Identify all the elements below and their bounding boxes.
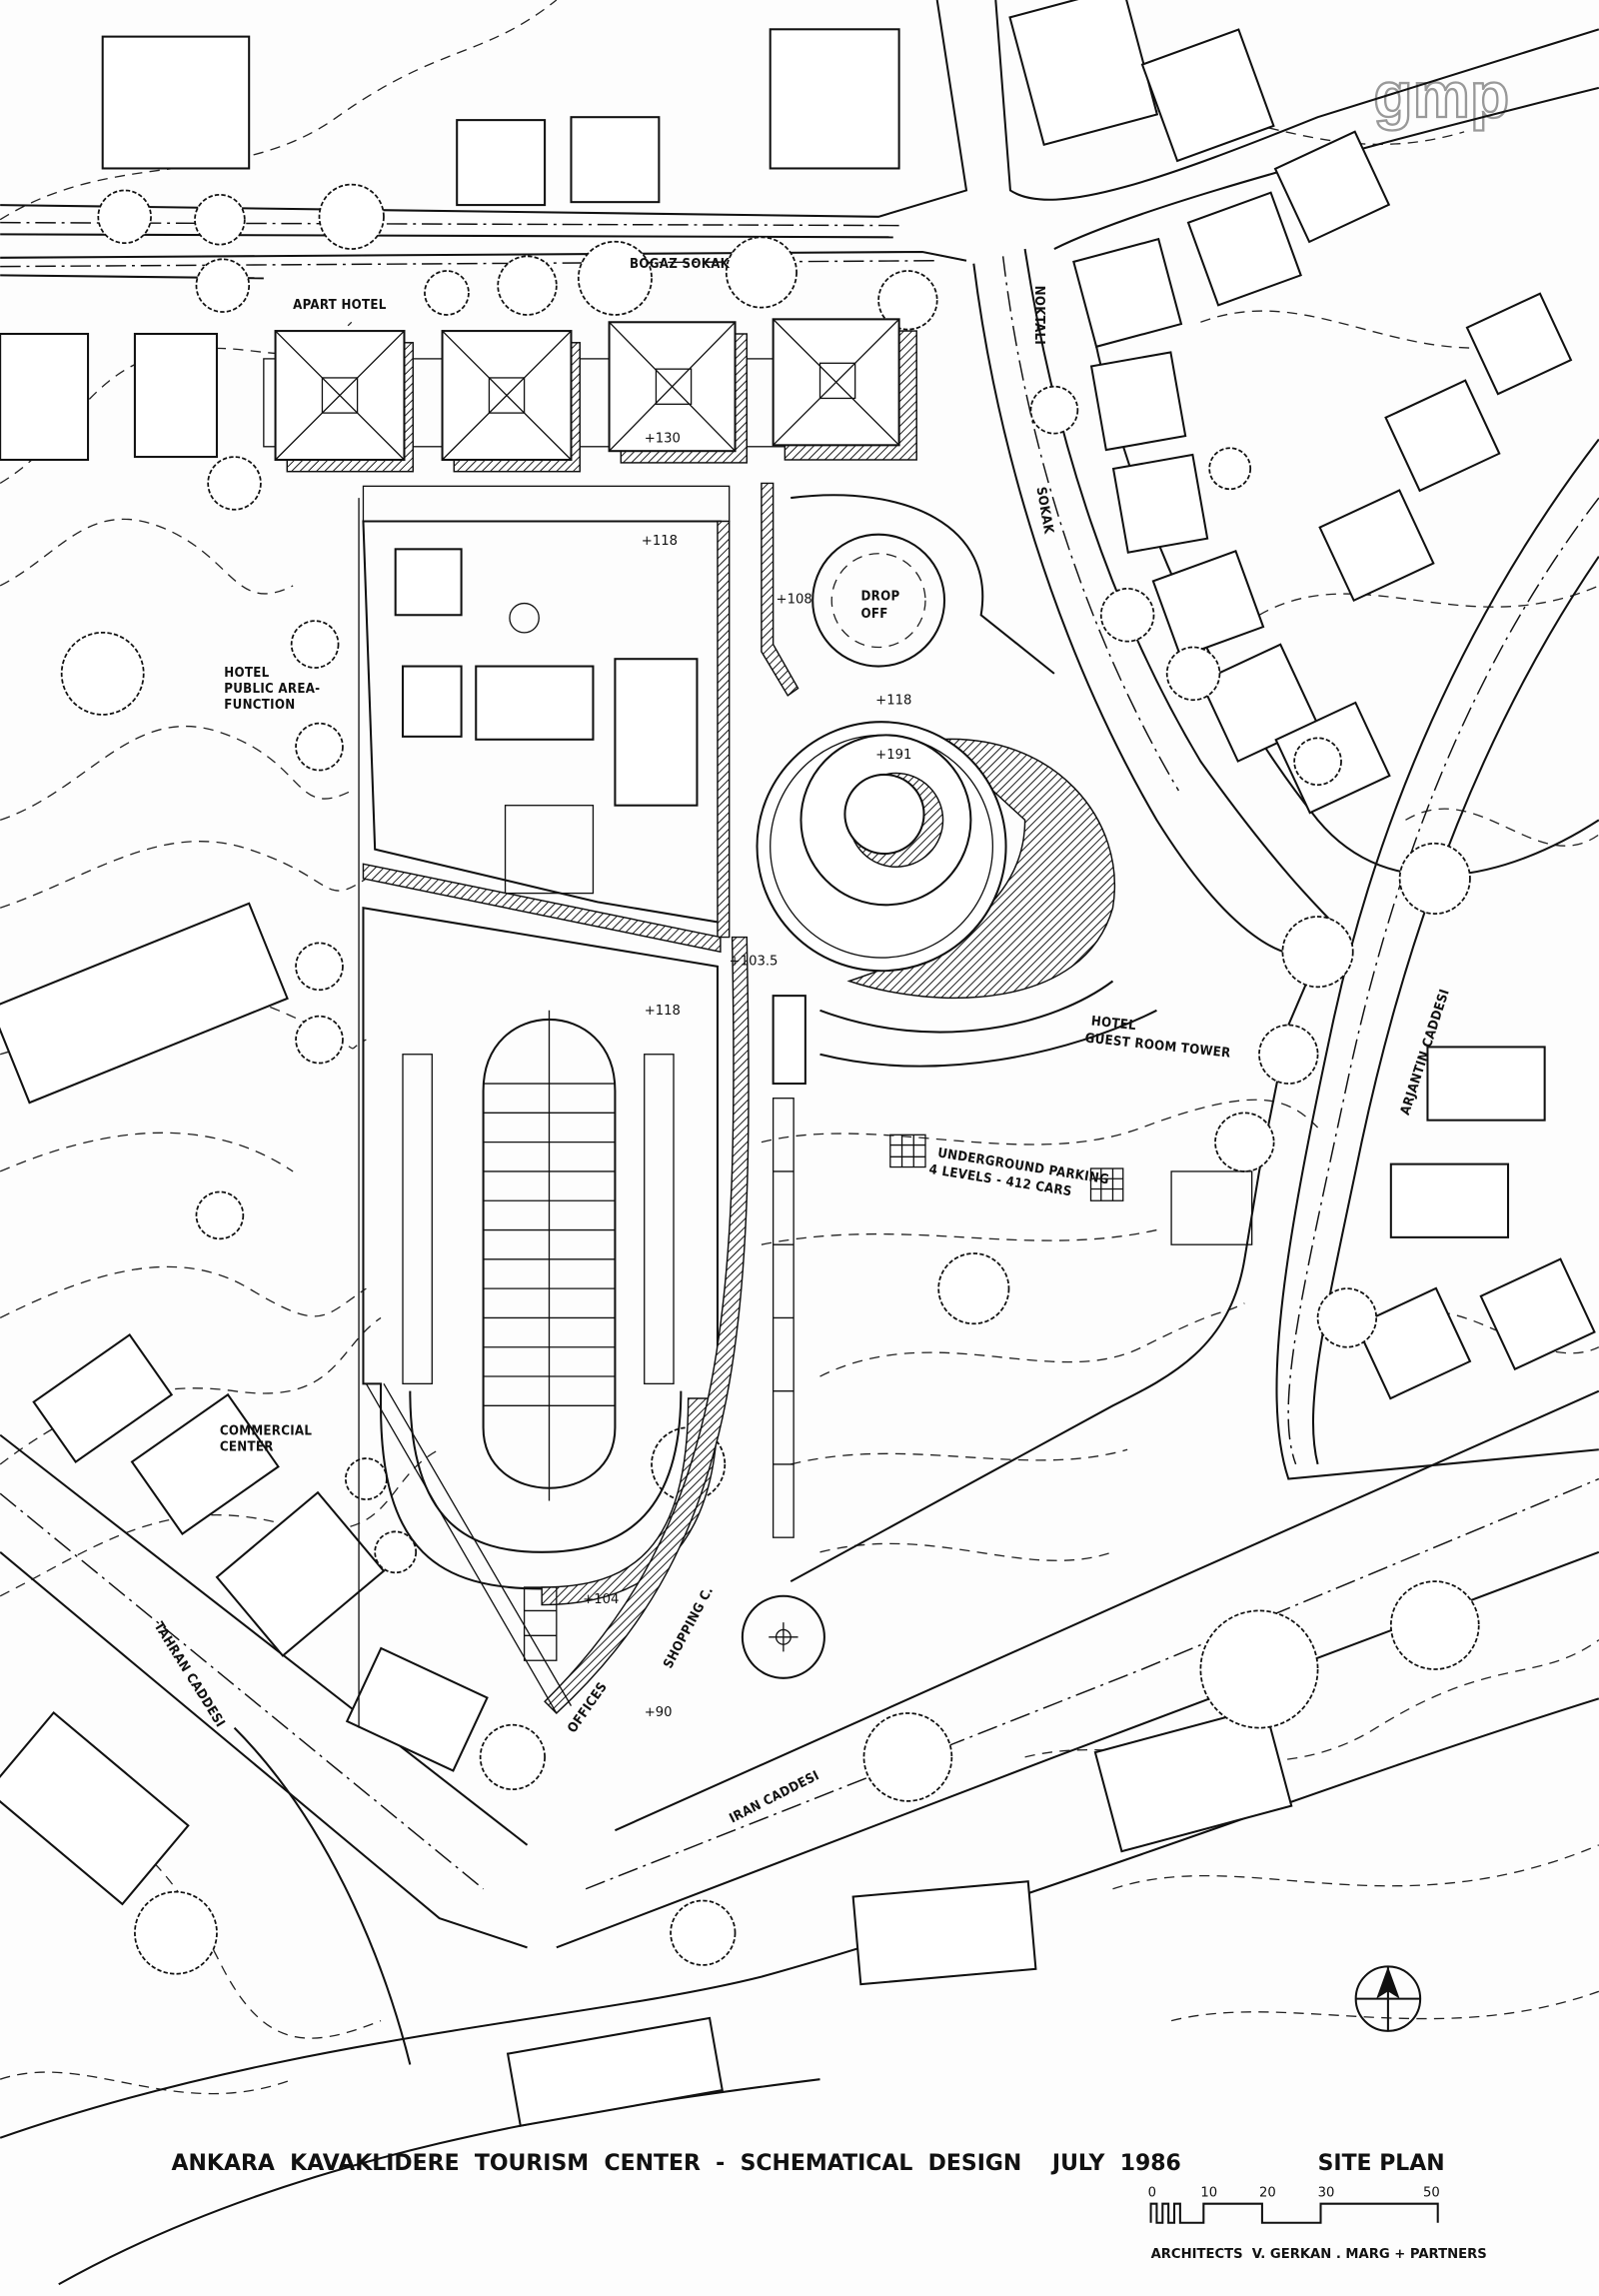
parking-symbols: [889, 1134, 1253, 1245]
project-title: ANKARA KAVAKLIDERE TOURISM CENTER - SCHE…: [172, 2151, 1181, 2176]
scale-tick-label: 10: [1200, 2185, 1217, 2200]
sheet-title: SITE PLAN: [1318, 2151, 1445, 2176]
level-dropoff: +108: [777, 593, 812, 608]
street-label-sokak: SOKAK: [1032, 486, 1055, 536]
label-public-area-2: PUBLIC AREA-: [224, 682, 320, 697]
level-lower-plaza: +104: [583, 1592, 619, 1607]
shopping-center: [362, 907, 750, 1714]
scale-bar: 0 10 20 30 50: [1148, 2185, 1440, 2224]
level-tower-base: +118: [875, 694, 911, 709]
scale-tick-label: 0: [1148, 2185, 1156, 2200]
level-tower-top: +191: [875, 748, 911, 763]
label-drop-off-1: DROP: [861, 590, 900, 605]
label-apart-hotel: APART HOTEL: [293, 298, 387, 313]
label-tower-1: HOTEL: [1090, 1015, 1137, 1035]
hotel-guest-room-tower: [756, 721, 1157, 1086]
street-label-bogaz-sokak: BOGAZ SOKAK: [630, 257, 731, 272]
street-label-tahran-caddesi: TAHRAN CADDESI: [151, 1619, 228, 1730]
level-passage: +103.5: [730, 954, 779, 969]
level-street: +90: [645, 1705, 673, 1720]
gmp-logo: gmp: [1373, 59, 1509, 131]
level-court: +118: [642, 534, 678, 549]
surrounding-buildings: [0, 0, 1596, 2127]
label-public-area-1: HOTEL: [224, 666, 269, 681]
scale-tick-label: 50: [1423, 2185, 1440, 2200]
label-drop-off-2: OFF: [861, 607, 888, 622]
level-apart: +130: [645, 431, 681, 446]
street-label-iran-caddesi: IRAN CADDESI: [728, 1768, 822, 1826]
north-arrow-icon: [1354, 1965, 1422, 2032]
architects-credit: ARCHITECTS V. GERKAN . MARG + PARTNERS: [1151, 2247, 1487, 2262]
hotel-public-area: [358, 485, 731, 1728]
level-shopping-roof: +118: [645, 1004, 681, 1019]
street-label-noktali: NOKTALI: [1031, 286, 1046, 345]
drop-off-loop: [761, 482, 1055, 697]
label-commercial-2: CENTER: [220, 1440, 274, 1455]
label-commercial-1: COMMERCIAL: [220, 1424, 312, 1439]
label-tower-2: GUEST ROOM TOWER: [1084, 1032, 1231, 1062]
label-public-area-3: FUNCTION: [224, 698, 295, 713]
scale-tick-label: 30: [1318, 2185, 1335, 2200]
trees: [60, 183, 1480, 1975]
label-shopping-center: SHOPPING C.: [661, 1584, 717, 1671]
apart-hotel-block: [263, 318, 917, 473]
scale-tick-label: 20: [1259, 2185, 1276, 2200]
plaza-walkway: [741, 1098, 825, 1679]
